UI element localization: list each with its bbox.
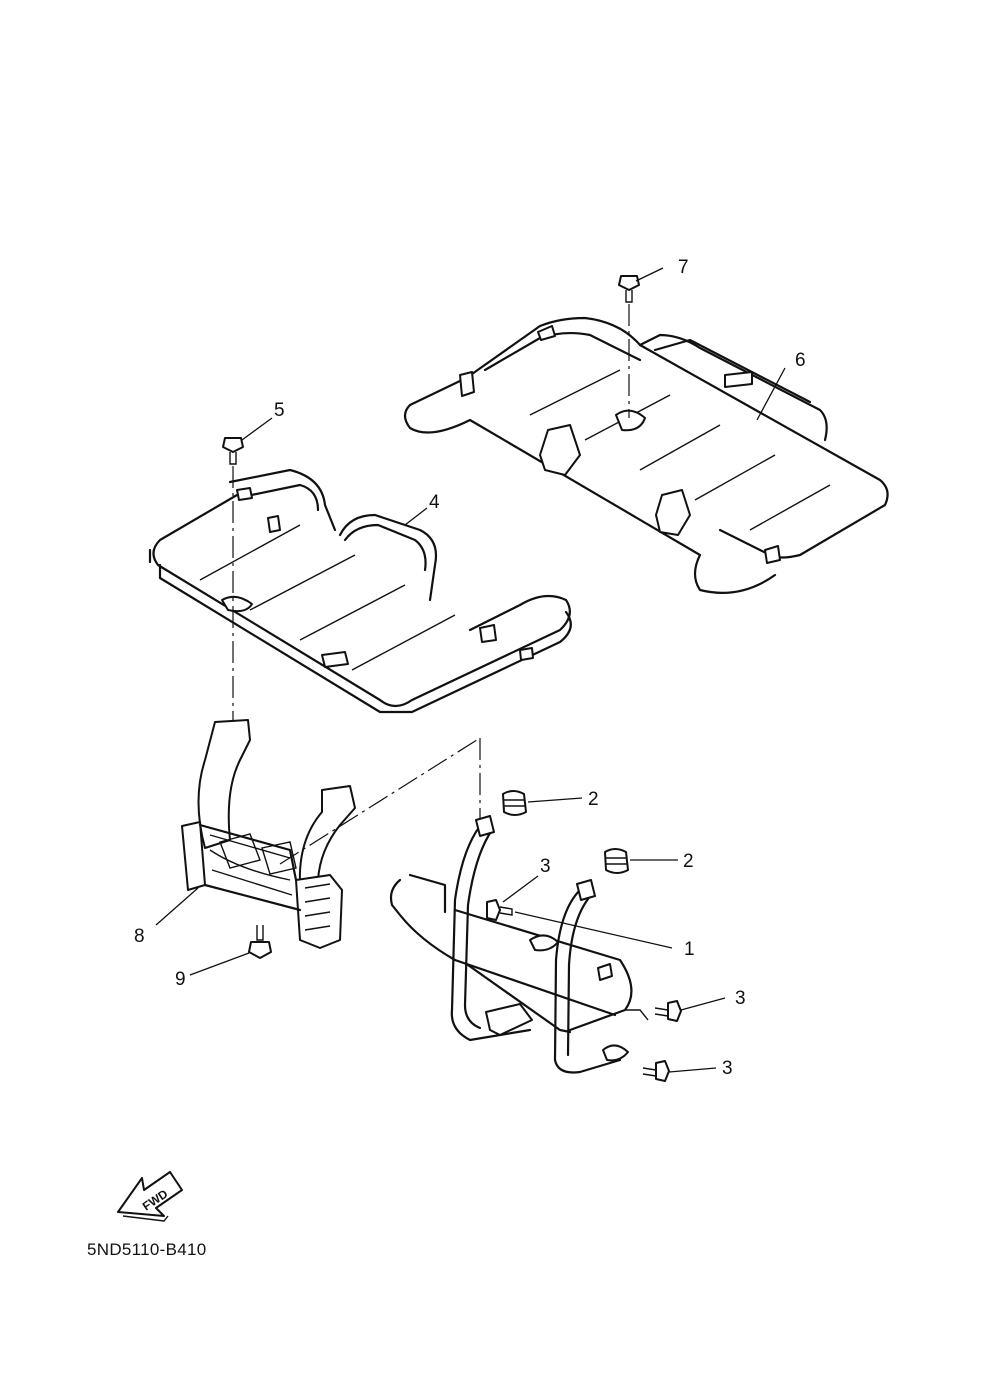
bolt-part-3-middle: [654, 1000, 682, 1022]
bolt-part-3-upper: [486, 899, 513, 921]
callout-6: 6: [795, 350, 806, 371]
callout-3-upper: 3: [540, 856, 551, 877]
grommet-part-2-lower: [604, 848, 629, 874]
callout-8: 8: [134, 926, 145, 947]
part-code: 5ND5110-B410: [87, 1240, 207, 1259]
callout-4: 4: [429, 492, 440, 513]
callout-1: 1: [684, 939, 695, 960]
callout-5: 5: [274, 400, 285, 421]
bolt-part-7: [618, 275, 640, 418]
bolt-part-3-lower: [642, 1060, 670, 1082]
callout-2-upper: 2: [588, 789, 599, 810]
bolt-part-5: [222, 437, 244, 720]
bolt-part-9: [248, 925, 272, 959]
callout-3-lower: 3: [722, 1058, 733, 1079]
front-guard-part-1: [389, 815, 649, 1074]
callout-7: 7: [678, 257, 689, 278]
grommet-part-2-upper: [502, 790, 527, 816]
rear-carrier-part-6: [403, 316, 889, 594]
leader-lines: [155, 267, 786, 1073]
footrest-guard-part-8: [181, 719, 481, 949]
callout-3-middle: 3: [735, 988, 746, 1009]
front-carrier-part-4: [148, 468, 572, 714]
callout-2-lower: 2: [683, 851, 694, 872]
fwd-direction-arrow: FWD: [117, 1171, 183, 1222]
callout-9: 9: [175, 969, 186, 990]
callout-numbers: 7 6 5 4 2 2 3 1 3 3 8 9: [134, 257, 806, 1079]
